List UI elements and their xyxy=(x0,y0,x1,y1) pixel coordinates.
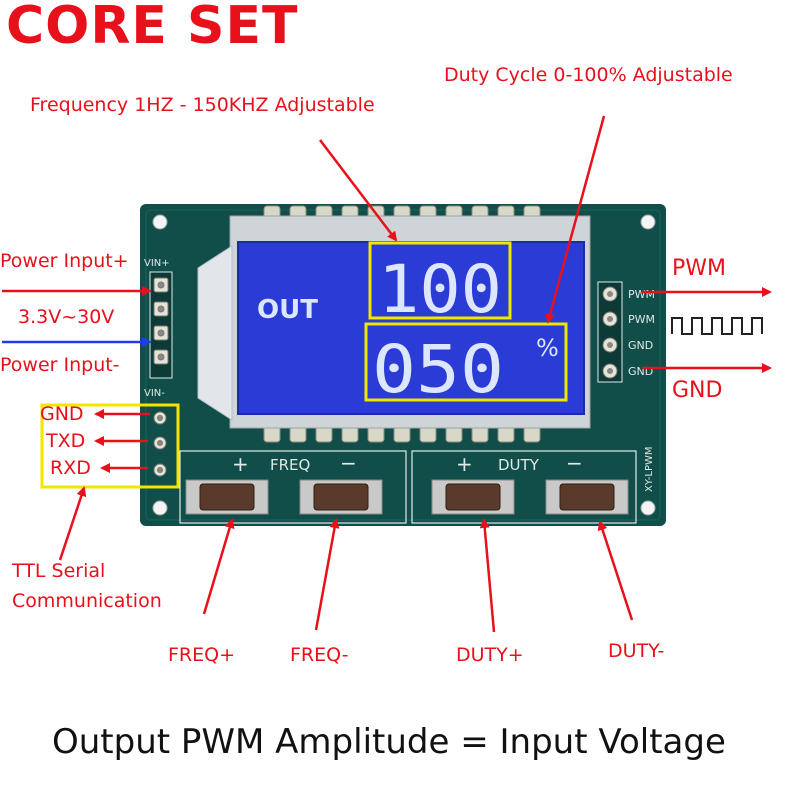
label-voltage-range: 3.3V~30V xyxy=(18,306,115,328)
silk-freq-label: FREQ xyxy=(270,456,310,474)
brand-title: CORE SET xyxy=(6,0,299,56)
label-gnd-serial: GND xyxy=(40,403,84,425)
silk-vin-minus: VIN- xyxy=(144,388,165,399)
vin-header-pins xyxy=(153,277,169,365)
label-frequency: Frequency 1HZ - 150KHZ Adjustable xyxy=(30,94,375,116)
freq-minus-button[interactable] xyxy=(299,479,383,515)
label-communication: Communication xyxy=(12,590,162,612)
duty-minus-button[interactable] xyxy=(545,479,629,515)
silk-pin-gnd-1: GND xyxy=(628,339,653,352)
label-freq-plus: FREQ+ xyxy=(168,644,236,666)
silk-freq-minus: − xyxy=(340,451,357,475)
label-duty-minus: DUTY- xyxy=(608,640,665,662)
mounting-hole xyxy=(152,500,168,516)
label-freq-minus: FREQ- xyxy=(290,644,349,666)
label-power-input-minus: Power Input- xyxy=(0,354,120,376)
arrow-freq-plus xyxy=(202,518,235,615)
duty-plus-button[interactable] xyxy=(431,479,515,515)
mounting-hole xyxy=(640,214,656,230)
caption-output-amplitude: Output PWM Amplitude = Input Voltage xyxy=(52,722,726,762)
label-gnd-output: GND xyxy=(672,378,723,403)
label-power-input-plus: Power Input+ xyxy=(0,250,129,272)
silk-duty-label: DUTY xyxy=(498,456,540,474)
freq-plus-button[interactable] xyxy=(185,479,269,515)
mounting-hole xyxy=(640,500,656,516)
label-ttl-serial: TTL Serial xyxy=(12,560,106,582)
label-duty-cycle: Duty Cycle 0-100% Adjustable xyxy=(444,64,733,86)
lcd-screen xyxy=(238,242,584,414)
lcd-out-label: OUT xyxy=(257,295,318,325)
silk-duty-minus: − xyxy=(566,451,583,475)
silk-freq-plus: + xyxy=(232,452,249,476)
serial-highlight-box xyxy=(40,403,180,489)
lcd-percent-sign: % xyxy=(536,334,559,362)
arrow-frequency xyxy=(319,139,398,242)
arrow-duty-plus xyxy=(479,518,496,633)
lcd-frequency-value: 100 xyxy=(378,251,502,328)
mounting-hole xyxy=(152,214,168,230)
output-header-pins xyxy=(597,281,623,383)
pwm-waveform-icon xyxy=(671,317,763,335)
duty-highlight-box xyxy=(364,322,568,402)
silk-vin-plus: VIN+ xyxy=(144,258,170,269)
arrow-duty-minus xyxy=(597,520,634,621)
serial-header-pins xyxy=(153,411,167,477)
duty-button-group xyxy=(411,450,637,524)
silk-model: XY-LPWM xyxy=(644,447,655,493)
arrow-duty-cycle xyxy=(545,115,606,324)
arrow-freq-minus xyxy=(314,518,340,631)
frequency-highlight-box xyxy=(368,241,512,320)
lcd-duty-value: 050 xyxy=(372,331,504,408)
lcd-polarizer-flap xyxy=(197,245,233,421)
label-pwm-output: PWM xyxy=(672,256,727,281)
silk-pin-pwm-2: PWM xyxy=(628,313,655,326)
arrow-ttl-serial xyxy=(58,486,87,561)
label-rxd: RXD xyxy=(50,457,91,479)
silk-duty-plus: + xyxy=(456,452,473,476)
silk-pin-pwm-1: PWM xyxy=(628,288,655,301)
freq-button-group xyxy=(179,450,407,524)
label-txd: TXD xyxy=(46,430,86,452)
label-duty-plus: DUTY+ xyxy=(456,644,524,666)
